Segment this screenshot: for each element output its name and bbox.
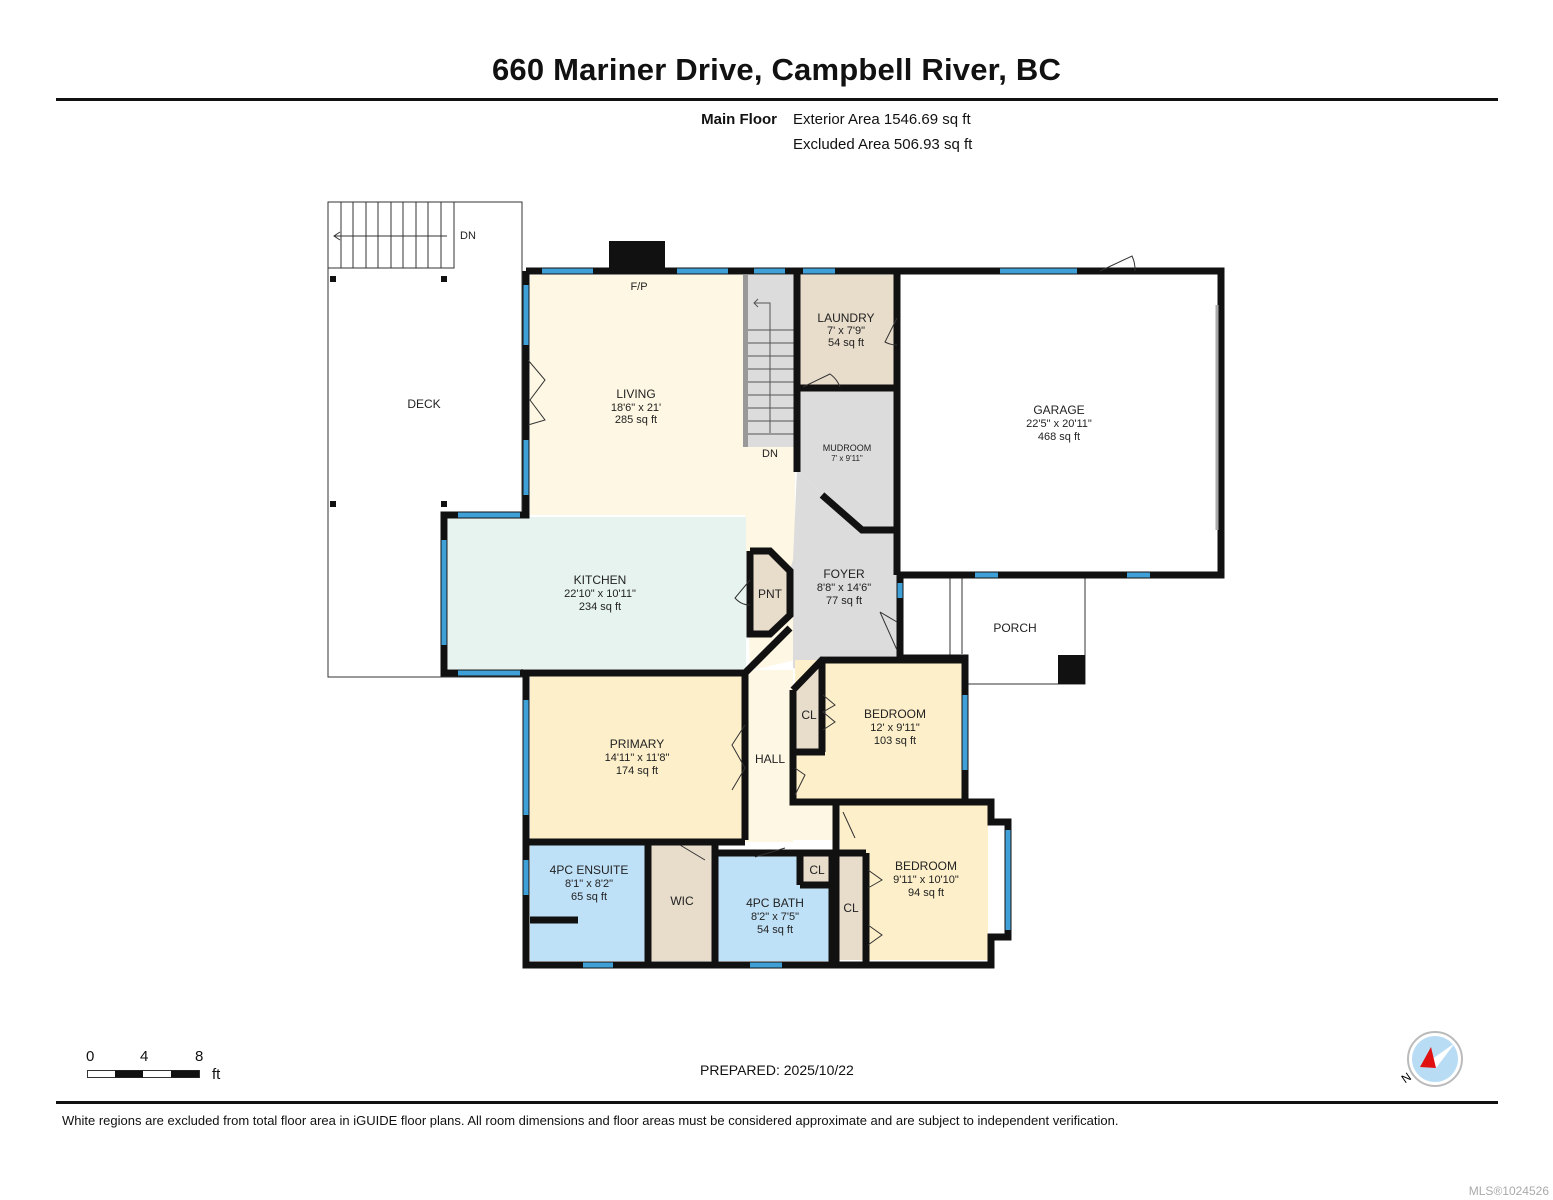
scale-tick-8: 8	[195, 1048, 204, 1065]
header-divider	[56, 98, 1498, 101]
pantry-name: PNT	[758, 587, 783, 601]
bedroom-1-dims: 12' x 9'11"	[870, 722, 920, 734]
porch-name: PORCH	[993, 621, 1036, 635]
excluded-area: Excluded Area 506.93 sq ft	[793, 136, 973, 153]
bedroom-2-dims: 9'11" x 10'10"	[893, 874, 959, 886]
deck-label: DECK	[407, 397, 440, 411]
bath-name: 4PC BATH	[746, 896, 804, 910]
foyer	[780, 470, 897, 672]
footer-divider	[56, 1101, 1498, 1104]
kitchen-name: KITCHEN	[574, 573, 627, 587]
ensuite-area: 65 sq ft	[571, 891, 607, 903]
porch: PORCH	[949, 574, 1086, 685]
bath-dims: 8'2" x 7'5"	[751, 911, 799, 923]
living-dims: 18'6" x 21'	[611, 402, 661, 414]
living-name: LIVING	[616, 387, 655, 401]
primary-name: PRIMARY	[610, 737, 664, 751]
garage-dims: 22'5" x 20'11"	[1026, 418, 1092, 430]
laundry-dims: 7' x 7'9"	[827, 325, 865, 337]
deck-stairs-label: DN	[460, 230, 476, 242]
scale-tick-4: 4	[140, 1048, 149, 1065]
living-stairs-label: DN	[762, 448, 778, 460]
scale-unit: ft	[212, 1066, 221, 1083]
mudroom-dims: 7' x 9'11"	[831, 454, 863, 463]
foyer-name: FOYER	[823, 567, 865, 581]
floor-name: Main Floor	[701, 111, 777, 128]
living-area: 285 sq ft	[615, 414, 657, 426]
bath-closet	[800, 853, 832, 885]
exterior-area: Exterior Area 1546.69 sq ft	[793, 111, 971, 128]
bedroom-2-area: 94 sq ft	[908, 887, 944, 899]
mudroom	[797, 389, 897, 530]
primary-bedroom	[530, 675, 744, 840]
windows	[441, 268, 1150, 968]
hall-name: HALL	[755, 752, 785, 766]
kitchen-area: 234 sq ft	[579, 601, 621, 613]
bedroom-1-closet-label: CL	[801, 708, 817, 722]
pantry	[750, 551, 789, 634]
garage: GARAGE 22'5" x 20'11" 468 sq ft	[900, 273, 1220, 573]
laundry-area: 54 sq ft	[828, 337, 864, 349]
interior-stairs	[743, 275, 795, 447]
mls-number: MLS®1024526	[1468, 1184, 1549, 1198]
scale-bar	[87, 1070, 200, 1078]
page-title: 660 Mariner Drive, Campbell River, BC	[491, 52, 1062, 87]
ensuite-name: 4PC ENSUITE	[550, 863, 629, 877]
bedroom-2-name: BEDROOM	[895, 859, 957, 873]
fireplace-label: F/P	[630, 281, 647, 293]
walk-in-closet	[650, 843, 713, 961]
ensuite-dims: 8'1" x 8'2"	[565, 878, 613, 890]
foyer-dims: 8'8" x 14'6"	[817, 582, 871, 594]
bedroom-1-area: 103 sq ft	[874, 735, 916, 747]
doors	[527, 255, 1136, 946]
foyer-area: 77 sq ft	[826, 595, 862, 607]
garage-name: GARAGE	[1033, 403, 1084, 417]
bath-area: 54 sq ft	[757, 924, 793, 936]
laundry-name: LAUNDRY	[817, 311, 874, 325]
bedroom-1-name: BEDROOM	[864, 707, 926, 721]
hall	[745, 670, 793, 842]
garage-area: 468 sq ft	[1038, 431, 1080, 443]
bath-closet-label: CL	[809, 863, 825, 877]
primary-area: 174 sq ft	[616, 765, 658, 777]
kitchen	[448, 517, 746, 669]
disclaimer: White regions are excluded from total fl…	[62, 1113, 1119, 1128]
primary-dims: 14'11" x 11'8"	[605, 752, 670, 764]
prepared-date: PREPARED: 2025/10/22	[700, 1062, 854, 1078]
wic-name: WIC	[670, 894, 694, 908]
bedroom-2-closet-label: CL	[843, 901, 859, 915]
bedroom-2-closet	[838, 855, 865, 960]
ensuite	[530, 843, 648, 961]
laundry	[797, 275, 897, 387]
compass-icon: N	[1399, 1031, 1463, 1087]
mudroom-name: MUDROOM	[823, 443, 872, 453]
scale-tick-0: 0	[86, 1048, 95, 1065]
fireplace	[609, 241, 665, 271]
kitchen-dims: 22'10" x 10'11"	[564, 588, 636, 600]
